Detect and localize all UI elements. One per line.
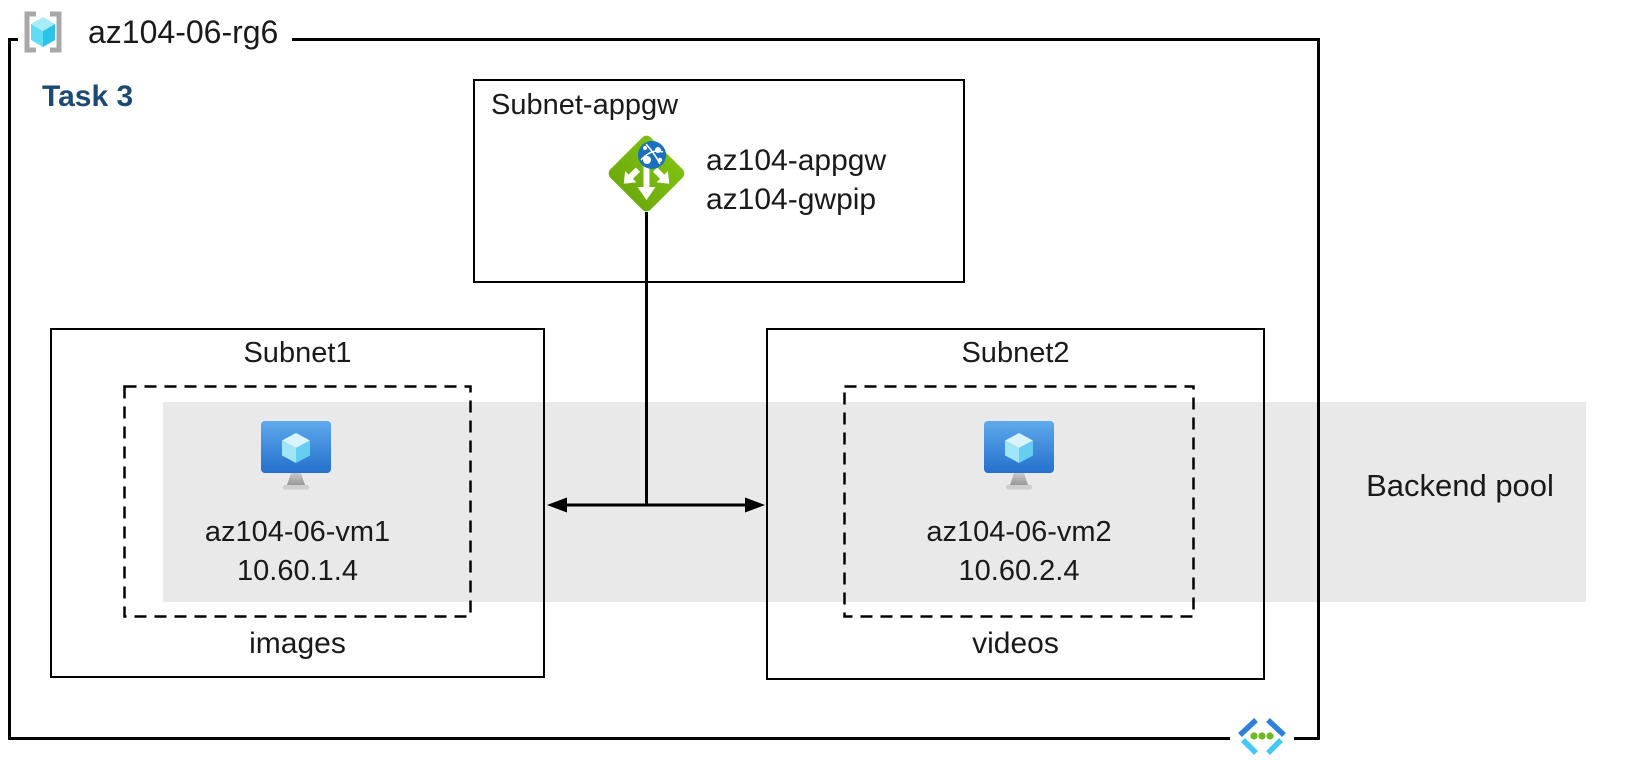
arrowhead-left-icon xyxy=(547,497,567,513)
subnet-link-arrow xyxy=(547,497,765,513)
task-label: Task 3 xyxy=(42,80,134,113)
vm1-virtual-machine-icon xyxy=(261,421,331,490)
vm2-name: az104-06-vm2 xyxy=(926,516,1112,548)
vm2-labels: az104-06-vm2 10.60.2.4 xyxy=(843,513,1195,591)
subnet2-label: Subnet2 xyxy=(961,337,1070,369)
gw-globe xyxy=(638,141,666,169)
resource-group-header: az104-06-rg6 xyxy=(18,6,293,58)
appgw-name-label: az104-appgw xyxy=(706,144,887,177)
appgw-subnet-label: Subnet-appgw xyxy=(491,89,679,121)
appgw-pip-label: az104-gwpip xyxy=(706,183,877,216)
gw-arrow-down-left xyxy=(623,167,640,184)
subnet1-container-label: images xyxy=(249,627,346,660)
arrowhead-right-icon xyxy=(745,497,765,513)
vm1-name: az104-06-vm1 xyxy=(204,516,391,548)
subnet1-box: Subnet1 xyxy=(50,328,545,678)
virtual-network-icon-wrap xyxy=(1230,712,1294,760)
appgw-subnet-box: Subnet-appgw xyxy=(473,79,965,283)
backend-pool-label: Backend pool xyxy=(1366,468,1554,503)
appgw-connector-line xyxy=(645,212,648,506)
subnet2-backend-zone xyxy=(843,385,1195,618)
vm1-ip: 10.60.1.4 xyxy=(237,555,358,587)
subnet1-backend-zone xyxy=(123,385,472,618)
gw-arrow-down xyxy=(637,166,656,200)
backend-pool-band xyxy=(163,402,1586,602)
resource-group-icon xyxy=(24,11,62,53)
virtual-network-icon xyxy=(1238,717,1286,755)
resource-group-name: az104-06-rg6 xyxy=(88,13,279,50)
vm2-ip: 10.60.2.4 xyxy=(958,555,1080,587)
dashed-border xyxy=(843,385,1195,618)
application-gateway-icon xyxy=(608,135,685,212)
appgw-labels: az104-appgw az104-gwpip xyxy=(706,141,886,219)
subnet2-container-label: videos xyxy=(972,627,1059,660)
subnet2-box: Subnet2 xyxy=(766,328,1265,680)
vm1-labels: az104-06-vm1 10.60.1.4 xyxy=(123,513,472,591)
dashed-border xyxy=(123,385,472,618)
resource-group-box xyxy=(8,38,1320,740)
gw-arrow-down-right xyxy=(653,167,670,184)
vm2-virtual-machine-icon xyxy=(984,421,1054,490)
subnet1-label: Subnet1 xyxy=(243,337,352,369)
